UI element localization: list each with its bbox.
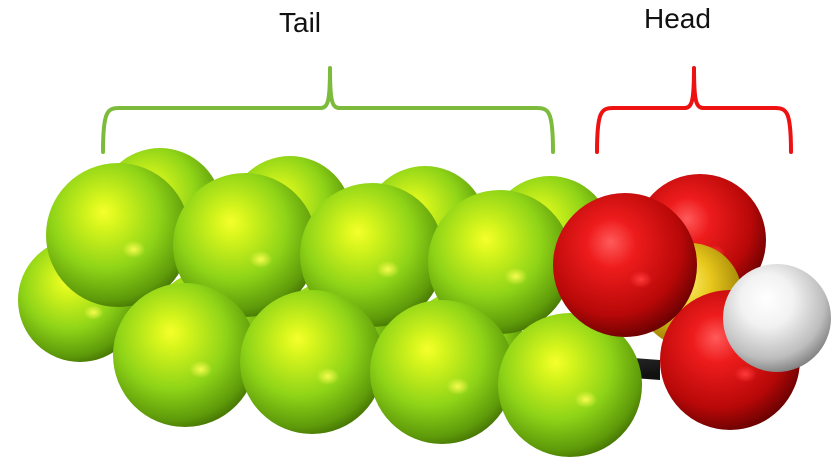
head-label: Head bbox=[644, 3, 711, 34]
fluorine-atom-lower-2 bbox=[240, 290, 384, 434]
head-bracket bbox=[595, 66, 793, 154]
fluorine-atom-upper-3 bbox=[300, 183, 444, 327]
brackets-layer bbox=[101, 66, 793, 154]
hydrogen-atom bbox=[723, 264, 831, 372]
fluorine-atom-upper-4 bbox=[428, 190, 572, 334]
fluorine-atom-lower-1 bbox=[113, 283, 257, 427]
tail-bracket bbox=[101, 66, 555, 154]
tail-label: Tail bbox=[279, 7, 322, 38]
fluorine-atom-lower-3 bbox=[370, 300, 514, 444]
fluorine-atom-upper-1 bbox=[46, 163, 190, 307]
fluorine-atom-lower-4 bbox=[498, 313, 642, 457]
fluorine-atom-upper-2 bbox=[173, 173, 317, 317]
oxygen-atom-front bbox=[553, 193, 697, 337]
atoms-layer bbox=[18, 148, 831, 457]
